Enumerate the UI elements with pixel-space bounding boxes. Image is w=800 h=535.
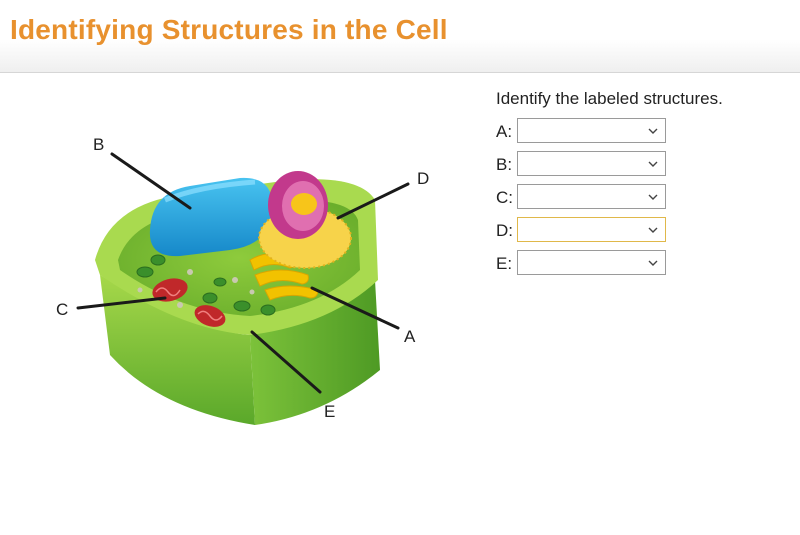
- answer-row-e: E:: [496, 250, 796, 283]
- answer-label-a: A:: [496, 122, 513, 141]
- label-c: C: [56, 300, 68, 319]
- answer-row-c: C:: [496, 184, 796, 217]
- answer-dropdown-d[interactable]: [517, 217, 666, 242]
- question-panel: Identify the labeled structures. A: B: C…: [496, 88, 796, 283]
- ribosomes: [137, 269, 255, 308]
- chevron-down-icon: [648, 260, 658, 266]
- label-a: A: [404, 327, 416, 346]
- plant-cell-diagram: B D C A E: [40, 120, 450, 440]
- cell-wall-front: [100, 275, 255, 425]
- chevron-down-icon: [648, 227, 658, 233]
- answer-dropdown-a[interactable]: [517, 118, 666, 143]
- answer-dropdown-b[interactable]: [517, 151, 666, 176]
- nucleolus: [291, 193, 317, 215]
- label-d: D: [417, 169, 429, 188]
- plant-cell-illustration: B D C A E: [56, 135, 429, 425]
- header-bar: Identifying Structures in the Cell: [0, 0, 800, 73]
- label-e: E: [324, 402, 335, 421]
- chevron-down-icon: [648, 194, 658, 200]
- chevron-down-icon: [648, 128, 658, 134]
- vacuole: [149, 177, 273, 257]
- answer-row-a: A:: [496, 118, 796, 151]
- cell-wall-right: [250, 280, 380, 425]
- chloroplasts: [136, 254, 276, 316]
- answer-row-b: B:: [496, 151, 796, 184]
- mitochondria: [152, 278, 226, 327]
- answer-dropdown-e[interactable]: [517, 250, 666, 275]
- chevron-down-icon: [648, 161, 658, 167]
- question-prompt: Identify the labeled structures.: [496, 89, 723, 108]
- page-title: Identifying Structures in the Cell: [10, 14, 448, 45]
- leader-lines: [76, 152, 410, 394]
- answer-label-c: C:: [496, 188, 513, 207]
- label-b: B: [93, 135, 104, 154]
- answer-row-d: D:: [496, 217, 796, 250]
- answer-label-e: E:: [496, 254, 513, 273]
- answer-dropdown-c[interactable]: [517, 184, 666, 209]
- golgi-apparatus: [249, 253, 319, 301]
- answer-label-b: B:: [496, 155, 513, 174]
- answer-label-d: D:: [496, 221, 513, 240]
